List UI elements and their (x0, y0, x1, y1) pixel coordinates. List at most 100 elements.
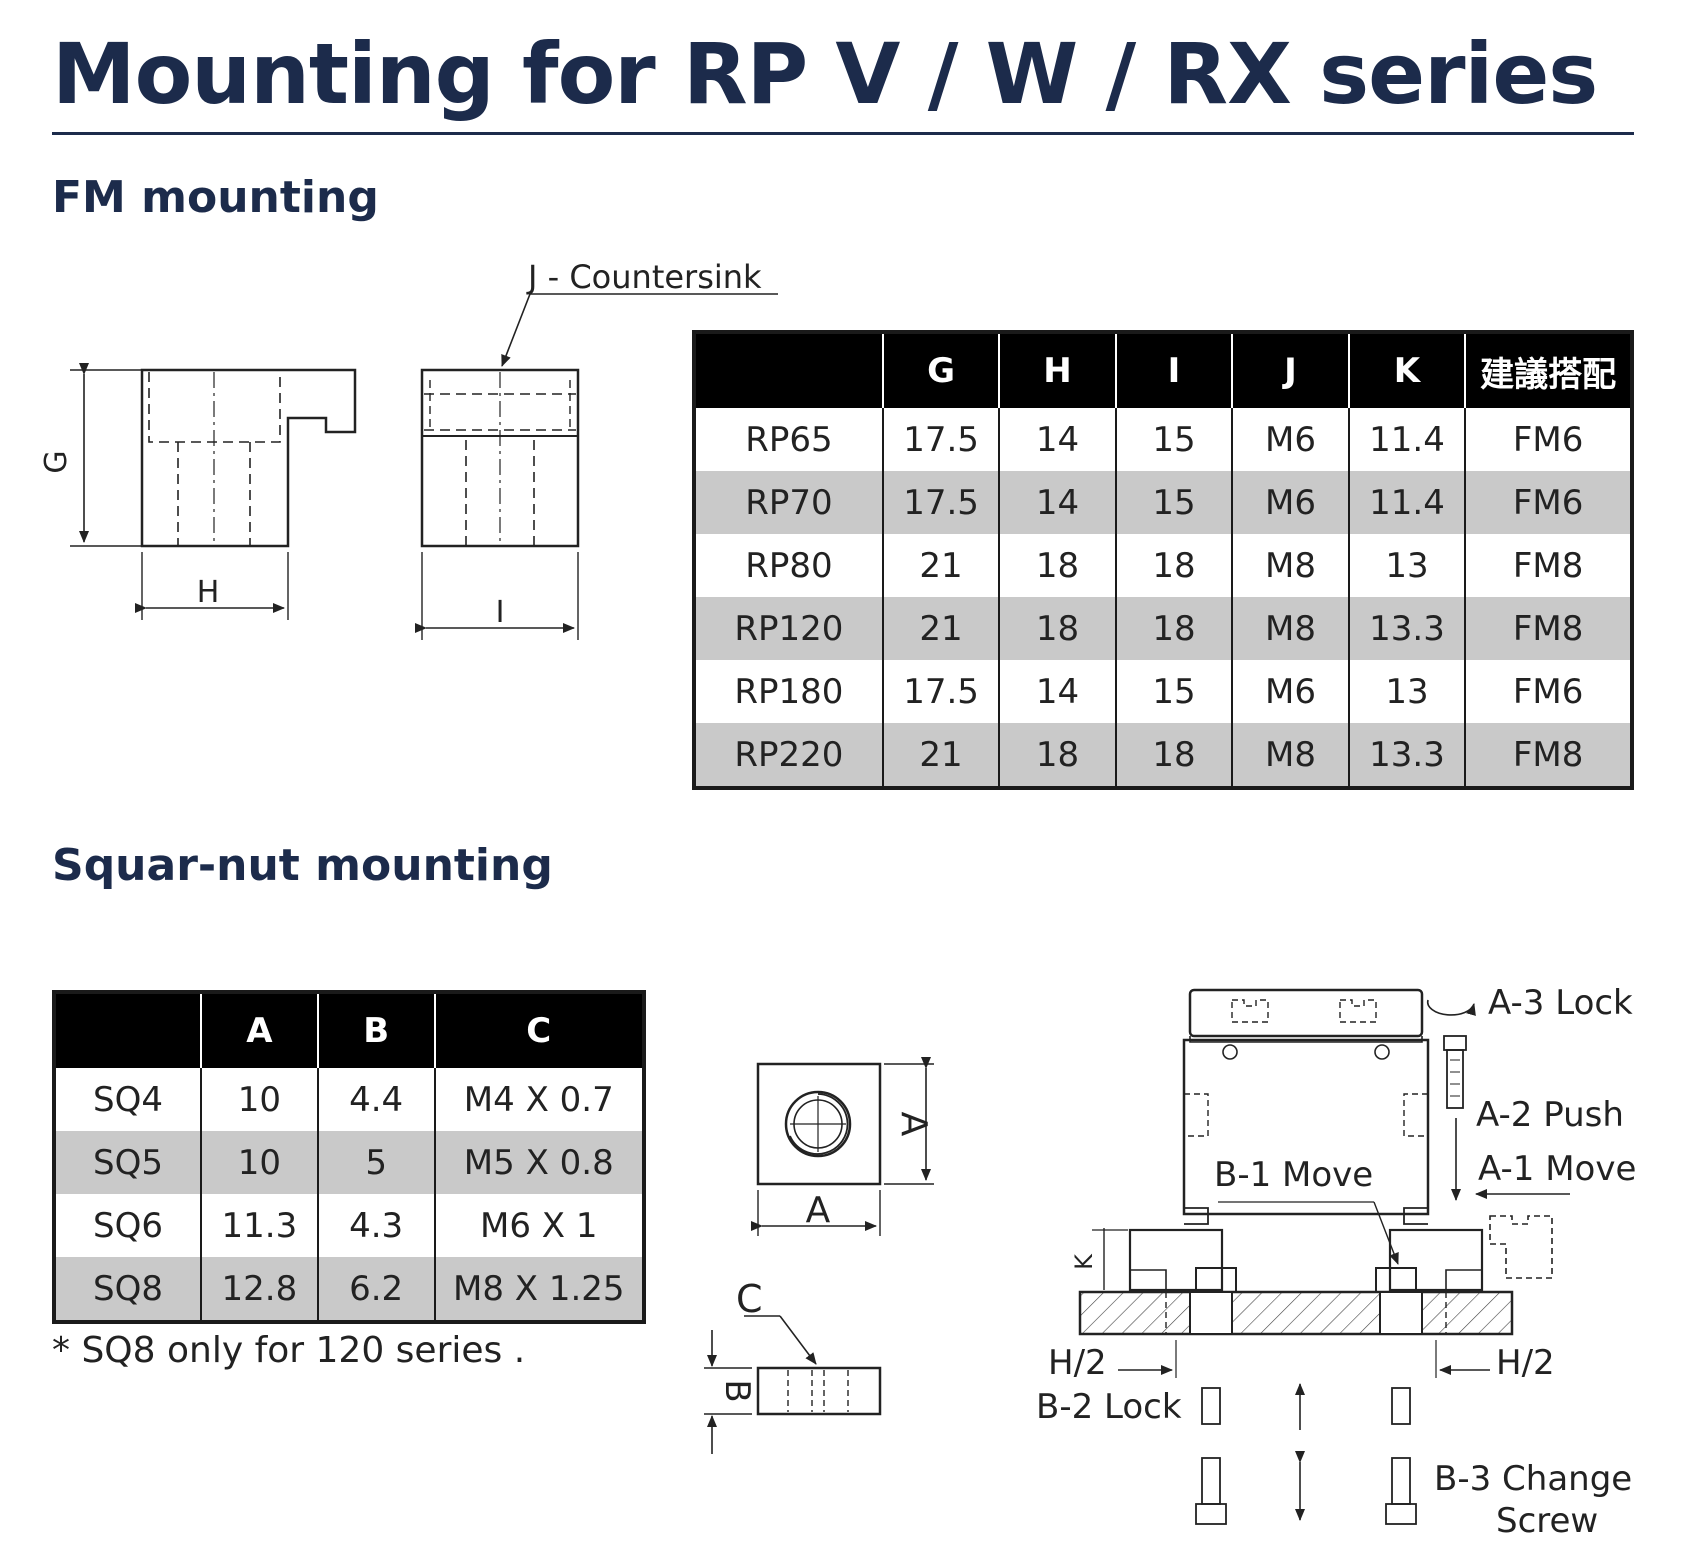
table-cell: 14 (998, 408, 1116, 471)
table-cell: 6.2 (316, 1257, 435, 1322)
fm-side-view-drawing (70, 363, 357, 620)
h2-right-label: H/2 (1496, 1343, 1555, 1383)
table-header-cell: K (1347, 332, 1466, 408)
fm-front-view-drawing (415, 293, 778, 640)
table-row: SQ4 10 4.4 M4 X 0.7 (54, 1068, 644, 1131)
table-cell: RP80 (694, 534, 883, 597)
table-cell: 5 (316, 1131, 435, 1194)
table-cell: M6 (1231, 471, 1349, 534)
table-cell: 14 (998, 660, 1116, 723)
table-row: RP70 17.5 14 15 M6 11.4 FM6 (694, 471, 1632, 534)
a2-push-label: A-2 Push (1476, 1095, 1624, 1135)
square-nut-spec-table: A B C SQ4 10 4.4 M4 X 0.7 SQ5 10 5 M5 X … (52, 990, 646, 1324)
dimension-label-i: I (496, 595, 505, 630)
table-cell: 18 (998, 597, 1116, 660)
table-cell: 13.3 (1347, 597, 1466, 660)
table-cell: RP65 (694, 408, 883, 471)
dimension-label-a-side: A (893, 1112, 934, 1137)
table-header-cell: A (199, 992, 318, 1068)
b2-lock-label: B-2 Lock (1036, 1387, 1182, 1427)
table-cell: 11.4 (1347, 471, 1466, 534)
table-cell: 17.5 (881, 408, 1000, 471)
table-cell: 4.4 (316, 1068, 435, 1131)
table-row: SQ5 10 5 M5 X 0.8 (54, 1131, 644, 1194)
table-cell: M6 (1231, 660, 1349, 723)
table-cell: 18 (998, 723, 1116, 788)
table-row: RP180 17.5 14 15 M6 13 FM6 (694, 660, 1632, 723)
b1-move-label: B-1 Move (1214, 1155, 1373, 1195)
k-dimension-label: K (1070, 1253, 1098, 1270)
table-cell: 21 (881, 597, 1000, 660)
h2-left-label: H/2 (1048, 1343, 1107, 1383)
fm-mounting-heading: FM mounting (52, 172, 379, 223)
table-cell: 14 (998, 471, 1116, 534)
table-cell: 13 (1347, 660, 1466, 723)
table-cell: 4.3 (316, 1194, 435, 1257)
table-cell: 13 (1347, 534, 1466, 597)
table-cell: SQ4 (54, 1068, 201, 1131)
a3-lock-label: A-3 Lock (1488, 983, 1633, 1023)
table-cell: 11.4 (1347, 408, 1466, 471)
table-cell: 21 (881, 723, 1000, 788)
assembly-drawing (1078, 988, 1570, 1525)
countersink-label: J - Countersink (526, 258, 762, 296)
table-header-cell: H (998, 332, 1116, 408)
dimension-label-g: G (39, 450, 74, 473)
square-nut-footnote: * SQ8 only for 120 series . (52, 1330, 526, 1371)
table-cell: 15 (1114, 660, 1233, 723)
square-nut-top-view-drawing (751, 1057, 934, 1236)
square-nut-mounting-heading: Squar-nut mounting (52, 840, 553, 891)
table-row: RP80 21 18 18 M8 13 FM8 (694, 534, 1632, 597)
b3-screw-label: Screw (1496, 1501, 1598, 1541)
table-cell: 15 (1114, 471, 1233, 534)
fm-spec-table: G H I J K 建議搭配 RP65 17.5 14 15 M6 11.4 F… (692, 330, 1634, 790)
table-cell: M5 X 0.8 (433, 1131, 644, 1194)
table-cell: 21 (881, 534, 1000, 597)
page-title: Mounting for RP V / W / RX series (52, 25, 1598, 123)
dimension-label-a-bottom: A (806, 1190, 831, 1231)
table-cell: 18 (1114, 534, 1233, 597)
table-header-cell: G (881, 332, 1000, 408)
table-cell: 15 (1114, 408, 1233, 471)
table-cell: FM8 (1464, 723, 1632, 788)
table-row: SQ8 12.8 6.2 M8 X 1.25 (54, 1257, 644, 1322)
square-nut-side-view-drawing (704, 1315, 882, 1454)
table-cell: 13.3 (1347, 723, 1466, 788)
table-cell: 18 (998, 534, 1116, 597)
table-cell: M8 (1231, 597, 1349, 660)
table-cell: 17.5 (881, 471, 1000, 534)
table-header-cell (694, 332, 883, 408)
table-row: RP65 17.5 14 15 M6 11.4 FM6 (694, 408, 1632, 471)
table-header-cell: I (1114, 332, 1233, 408)
table-cell: SQ6 (54, 1194, 201, 1257)
b3-change-label: B-3 Change (1434, 1459, 1632, 1499)
table-cell: M6 (1231, 408, 1349, 471)
table-cell: FM6 (1464, 660, 1632, 723)
table-cell: 10 (199, 1068, 318, 1131)
table-header-row: G H I J K 建議搭配 (694, 332, 1632, 408)
table-cell: M8 X 1.25 (433, 1257, 644, 1322)
table-cell: FM6 (1464, 408, 1632, 471)
table-cell: SQ5 (54, 1131, 201, 1194)
table-cell: 10 (199, 1131, 318, 1194)
table-cell: M8 (1231, 534, 1349, 597)
table-cell: FM6 (1464, 471, 1632, 534)
dimension-label-b: B (717, 1379, 757, 1402)
table-cell: M8 (1231, 723, 1349, 788)
table-header-cell: 建議搭配 (1464, 332, 1632, 408)
table-header-cell (54, 992, 201, 1068)
table-cell: FM8 (1464, 534, 1632, 597)
table-header-cell: J (1231, 332, 1349, 408)
a1-move-label: A-1 Move (1478, 1149, 1636, 1189)
table-cell: RP120 (694, 597, 883, 660)
table-cell: 18 (1114, 723, 1233, 788)
table-cell: 12.8 (199, 1257, 318, 1322)
title-underline (52, 132, 1634, 135)
table-cell: RP70 (694, 471, 883, 534)
table-cell: RP220 (694, 723, 883, 788)
table-cell: 11.3 (199, 1194, 318, 1257)
table-cell: RP180 (694, 660, 883, 723)
table-cell: 17.5 (881, 660, 1000, 723)
table-cell: SQ8 (54, 1257, 201, 1322)
